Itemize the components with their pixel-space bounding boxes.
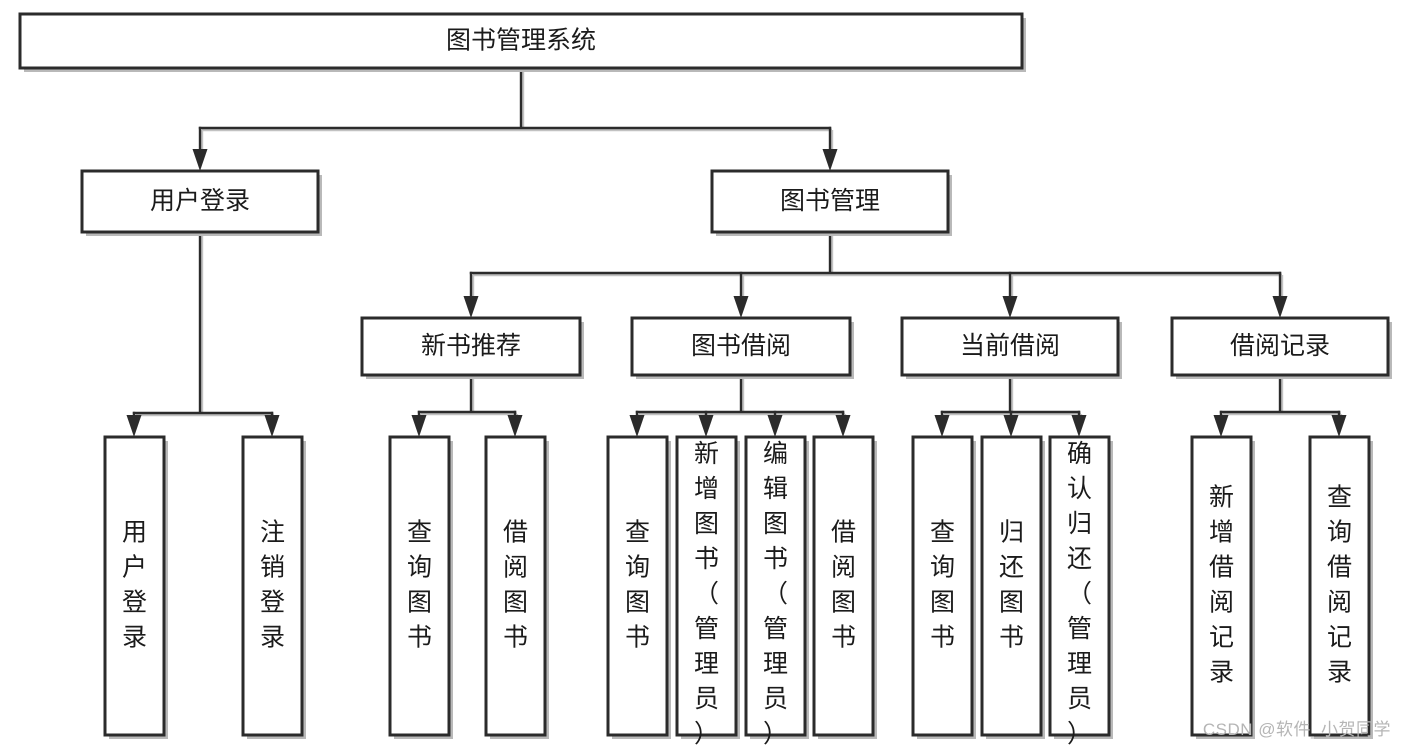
node-leaf-logout-login[interactable]: 注销登录 xyxy=(241,435,306,739)
node-rect[interactable] xyxy=(388,435,451,737)
node-label: 当前借阅 xyxy=(960,332,1060,360)
connector-group xyxy=(629,373,851,437)
node-label: 确认归还（管理员） xyxy=(1067,440,1092,747)
node-rect[interactable] xyxy=(710,169,950,234)
node-rect[interactable] xyxy=(980,435,1043,737)
node-rect[interactable] xyxy=(484,435,547,737)
node-new-book-rec[interactable]: 新书推荐 xyxy=(360,316,584,379)
arrow-head-icon xyxy=(1003,415,1019,437)
node-leaf-query-book-1[interactable]: 查询图书 xyxy=(388,435,453,739)
node-leaf-query-book-3[interactable]: 查询图书 xyxy=(911,435,976,739)
arrow-head-icon xyxy=(1272,296,1288,318)
node-leaf-user-login[interactable]: 用户登录 xyxy=(103,435,168,739)
node-rect[interactable] xyxy=(80,169,320,234)
node-rect[interactable] xyxy=(606,435,669,737)
node-leaf-borrow-book-2[interactable]: 借阅图书 xyxy=(812,435,877,739)
connector-group xyxy=(126,230,280,437)
node-rect[interactable] xyxy=(1308,435,1371,737)
node-rect[interactable] xyxy=(360,316,582,377)
node-rect[interactable] xyxy=(103,435,166,737)
connector-group xyxy=(411,373,523,437)
node-label: 查询图书 xyxy=(625,518,650,651)
arrow-head-icon xyxy=(192,149,208,171)
node-label: 借阅记录 xyxy=(1230,332,1330,360)
node-leaf-confirm-return-admin[interactable]: 确认归还（管理员） xyxy=(1048,435,1113,747)
node-root[interactable]: 图书管理系统 xyxy=(18,12,1026,72)
node-book-borrow[interactable]: 图书借阅 xyxy=(630,316,854,379)
node-leaf-add-book-admin[interactable]: 新增图书（管理员） xyxy=(675,435,740,747)
node-label: 查询图书 xyxy=(930,518,955,651)
arrow-head-icon xyxy=(1002,296,1018,318)
node-rect[interactable] xyxy=(744,435,807,737)
node-rect[interactable] xyxy=(675,435,738,737)
node-label: 归还图书 xyxy=(999,518,1024,651)
node-label: 注销登录 xyxy=(260,518,285,651)
connector-layer xyxy=(126,66,1347,437)
node-rect[interactable] xyxy=(630,316,852,377)
node-rect[interactable] xyxy=(911,435,974,737)
node-leaf-query-record[interactable]: 查询借阅记录 xyxy=(1308,435,1373,739)
connector-group xyxy=(934,373,1087,437)
arrow-head-icon xyxy=(1071,415,1087,437)
node-label: 借阅图书 xyxy=(831,518,856,651)
node-leaf-borrow-book-1[interactable]: 借阅图书 xyxy=(484,435,549,739)
arrow-head-icon xyxy=(507,415,523,437)
node-user-login[interactable]: 用户登录 xyxy=(80,169,322,236)
csdn-watermark: CSDN @软件_小贺同学 xyxy=(1202,720,1391,739)
node-label: 借阅图书 xyxy=(503,518,528,651)
node-layer: 图书管理系统用户登录图书管理新书推荐图书借阅当前借阅借阅记录用户登录注销登录查询… xyxy=(18,12,1392,747)
arrow-head-icon xyxy=(698,415,714,437)
node-label: 图书管理系统 xyxy=(446,27,596,55)
node-rect[interactable] xyxy=(1170,316,1390,377)
node-label: 用户登录 xyxy=(122,518,147,651)
node-leaf-query-book-2[interactable]: 查询图书 xyxy=(606,435,671,739)
node-leaf-return-book[interactable]: 归还图书 xyxy=(980,435,1045,739)
node-label: 新增图书（管理员） xyxy=(694,440,719,747)
arrow-head-icon xyxy=(733,296,749,318)
arrow-head-icon xyxy=(264,415,280,437)
node-rect[interactable] xyxy=(241,435,304,737)
arrow-head-icon xyxy=(767,415,783,437)
node-label: 查询借阅记录 xyxy=(1327,483,1352,686)
arrow-head-icon xyxy=(934,415,950,437)
node-label: 图书管理 xyxy=(780,187,880,215)
node-rect[interactable] xyxy=(1048,435,1111,737)
arrow-head-icon xyxy=(1331,415,1347,437)
node-label: 图书借阅 xyxy=(691,332,791,360)
arrow-head-icon xyxy=(1213,415,1229,437)
node-label: 新增借阅记录 xyxy=(1209,483,1234,686)
node-leaf-add-record[interactable]: 新增借阅记录 xyxy=(1190,435,1255,739)
node-label: 查询图书 xyxy=(407,518,432,651)
arrow-head-icon xyxy=(822,149,838,171)
node-label: 用户登录 xyxy=(150,187,250,215)
connector-group xyxy=(463,230,1288,318)
arrow-head-icon xyxy=(411,415,427,437)
connector-group xyxy=(1213,373,1347,437)
node-label: 编辑图书（管理员） xyxy=(763,440,788,747)
node-rect[interactable] xyxy=(900,316,1120,377)
node-label: 新书推荐 xyxy=(421,332,521,360)
connector-group xyxy=(192,66,838,171)
arrow-head-icon xyxy=(126,415,142,437)
node-rect[interactable] xyxy=(1190,435,1253,737)
node-rect[interactable] xyxy=(812,435,875,737)
node-leaf-edit-book-admin[interactable]: 编辑图书（管理员） xyxy=(744,435,809,747)
node-borrow-record[interactable]: 借阅记录 xyxy=(1170,316,1392,379)
node-current-borrow[interactable]: 当前借阅 xyxy=(900,316,1122,379)
node-book-manage[interactable]: 图书管理 xyxy=(710,169,952,236)
node-rect[interactable] xyxy=(18,12,1024,70)
arrow-head-icon xyxy=(629,415,645,437)
arrow-head-icon xyxy=(463,296,479,318)
arrow-head-icon xyxy=(835,415,851,437)
